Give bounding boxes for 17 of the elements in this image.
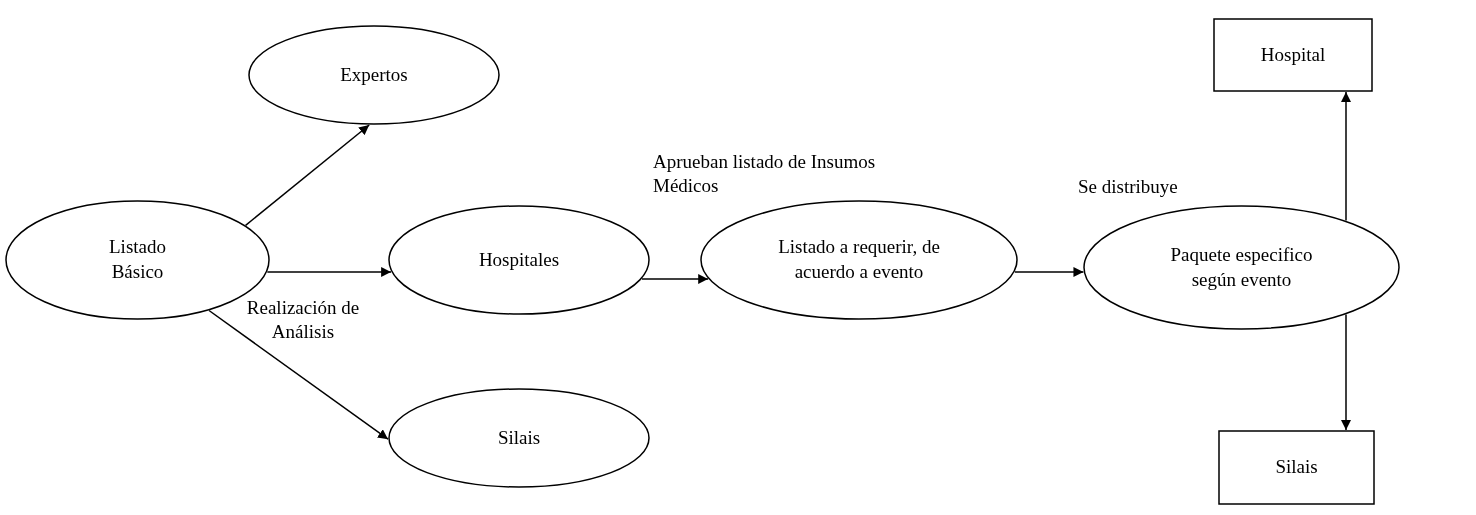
annotation-text: Aprueban listado de Insumos Médicos [653, 150, 877, 198]
node-label: Hospital [1260, 42, 1326, 67]
annotation-text: Realización de Análisis [245, 296, 361, 344]
node-label: Silais [497, 425, 541, 450]
node-label: Paquete especifico según evento [1169, 242, 1314, 292]
arrow [1341, 91, 1351, 222]
arrow [208, 309, 389, 440]
node-label: Expertos [340, 62, 408, 87]
node-label: Hospitales [478, 247, 560, 272]
arrow [266, 267, 392, 277]
arrow [641, 274, 709, 284]
node-label: Silais [1275, 455, 1318, 480]
arrow [244, 124, 370, 227]
arrow [1014, 267, 1085, 277]
node-label: Listado Básico [108, 235, 167, 284]
arrow [1341, 313, 1351, 431]
node-label: Listado a requerir, de acuerdo a evento [777, 235, 941, 284]
